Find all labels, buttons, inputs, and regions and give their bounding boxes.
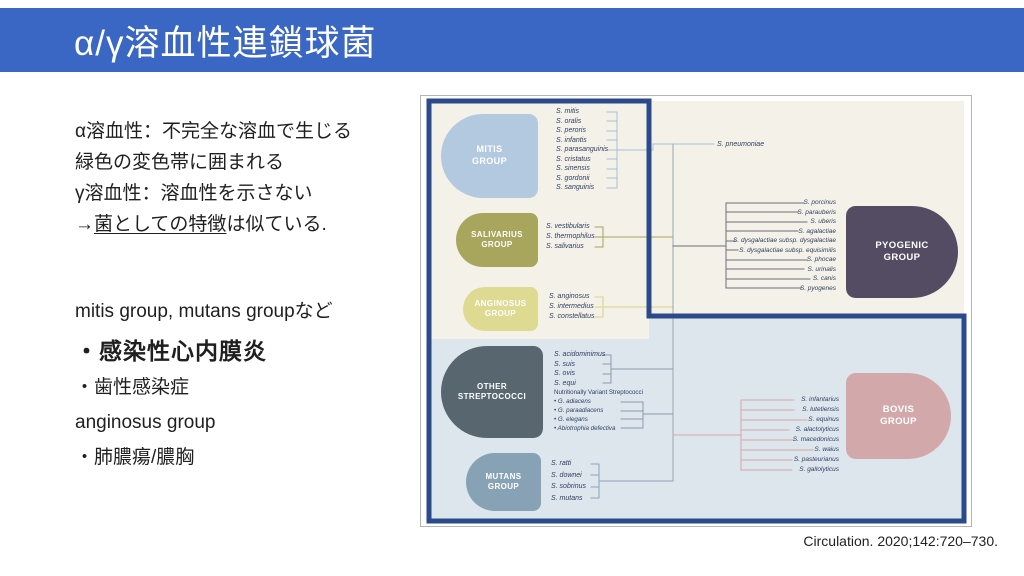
species-label: S. gordonii [556, 174, 590, 182]
species-label: • G. adiacens [554, 398, 591, 405]
species-label: S. macedonicus [792, 436, 839, 443]
nvs-species-list: Nutritionally Variant Streptococci • G. … [554, 388, 643, 433]
pneumoniae-label: S. pneumoniae [717, 140, 764, 149]
mitis-species-list: S. mitis S. oralis S. peroris S. infanti… [556, 107, 608, 193]
species-label: S. ratti [551, 460, 572, 467]
groups-line: mitis group, mutans groupなど [75, 301, 333, 322]
anginosus-branch [594, 296, 674, 318]
species-label: S. oralis [556, 117, 582, 125]
species-label: S. canis [812, 275, 836, 282]
species-label: S. sinensis [556, 165, 590, 172]
mutans-group-bubble: MUTANS GROUP [466, 453, 541, 511]
species-label: S. peroris [556, 127, 586, 134]
anginosus-species-list: S. anginosus S. intermedius S. constella… [549, 292, 595, 322]
hemolysis-line-3: γ溶血性：溶血性を示さない [75, 183, 313, 204]
species-label: S. cristatus [556, 155, 591, 163]
species-label: S. intermedius [549, 303, 594, 310]
species-label: S. sanguinis [556, 184, 595, 191]
species-label: S. ovis [554, 370, 576, 377]
species-label: S. thermophilus [546, 233, 595, 240]
nvs-title: Nutritionally Variant Streptococci [554, 389, 643, 396]
salivarius-group-bubble: SALIVARIUS GROUP [456, 213, 538, 267]
salivarius-branch [594, 226, 674, 248]
mutans-branch [590, 463, 674, 499]
highlight-frame [426, 98, 967, 524]
species-label: S. infantarius [801, 396, 839, 403]
bovis-group-bubble: BOVIS GROUP [846, 373, 951, 459]
anginosus-line: anginosus group [75, 412, 216, 433]
pyogenic-branch [672, 202, 811, 289]
species-label: S. acidominimus [554, 351, 606, 358]
species-label: S. equinus [808, 416, 839, 423]
species-label: S. dysgalactiae subsp. equisimilis [739, 246, 836, 254]
species-label: S. parauberis [797, 208, 836, 216]
species-label: S. pyogenes [799, 284, 836, 292]
body-text: α溶血性：不完全な溶血で生じる 緑色の変色帯に囲まれる γ溶血性：溶血性を示さな… [75, 116, 420, 472]
species-label: S. urinalis [807, 265, 836, 273]
dental-infection-line: ・歯性感染症 [75, 377, 190, 398]
species-label: S. lutetiensis [802, 406, 839, 413]
pyogenic-species-list: S. porcinus S. parauberis S. uberis S. a… [729, 198, 836, 293]
species-label: S. mutans [551, 494, 583, 502]
species-label: S. constellatus [549, 313, 595, 320]
hemolysis-line-2: 緑色の変色帯に囲まれる [75, 152, 285, 173]
pyogenic-group-bubble: PYOGENIC GROUP [846, 206, 958, 298]
species-label: S. vestibularis [546, 223, 590, 230]
species-label: S. porcinus [803, 199, 836, 206]
species-label: S. alactolyticus [795, 426, 839, 433]
endocarditis-line: ・感染性心内膜炎 [75, 338, 267, 364]
other-streptococci-bubble: OTHER STREPTOCOCCI [441, 346, 543, 438]
species-label: S. sobrinus [551, 483, 587, 490]
species-label: S. uberis [810, 218, 836, 225]
salivarius-species-list: S. vestibularis S. thermophilus S. saliv… [546, 222, 595, 252]
line4-suffix: は似ている. [226, 214, 327, 235]
species-label: S. downei [551, 471, 582, 479]
species-label: S. dysgalactiae subsp. dysgalactiae [733, 237, 836, 244]
mitis-group-bubble: MITIS GROUP [441, 114, 538, 198]
species-label: S. pasteurianus [793, 456, 839, 463]
species-label: S. anginosus [549, 293, 590, 300]
phylogeny-figure: MITIS GROUP SALIVARIUS GROUP ANGINOSUS G… [420, 95, 972, 527]
species-label: S. gallolyticus [799, 466, 839, 473]
arrow-prefix: → [75, 214, 94, 235]
lung-abscess-line: ・肺膿瘍/膿胸 [75, 447, 195, 468]
species-label: S. pneumoniae [717, 141, 765, 148]
species-label: • Abiotrophia defectiva [554, 425, 616, 432]
citation: Circulation. 2020;142:720–730. [803, 533, 998, 549]
bovis-species-list: S. infantarius S. lutetiensis S. equinus… [731, 395, 839, 475]
species-label: S. suis [554, 360, 576, 368]
species-label: • G. elegans [554, 416, 588, 423]
hemolysis-line-4: →菌としての特徴は似ている. [75, 209, 420, 240]
other-species-list: S. acidominimus S. suis S. ovis S. equi [554, 350, 605, 388]
slide-title: α/γ溶血性連鎖球菌 [74, 23, 377, 63]
bovis-branch [672, 399, 814, 471]
species-label: S. salivarius [546, 243, 584, 250]
species-label: • G. paraadiacens [554, 407, 604, 414]
species-label: S. mitis [556, 108, 579, 115]
mitis-branch [606, 111, 715, 189]
anginosus-group-bubble: ANGINOSUS GROUP [463, 287, 538, 331]
underlined-phrase: 菌としての特徴 [94, 214, 227, 235]
title-bar: α/γ溶血性連鎖球菌 [0, 8, 1024, 72]
species-label: S. equi [554, 379, 576, 387]
species-label: S. infantis [556, 136, 587, 144]
species-label: S. parasanguinis [556, 146, 609, 153]
species-label: S. phocae [806, 256, 836, 263]
hemolysis-line-1: α溶血性：不完全な溶血で生じる [75, 121, 352, 142]
mutans-species-list: S. ratti S. downei S. sobrinus S. mutans [551, 458, 586, 504]
other-strep-branch [602, 354, 674, 429]
species-label: S. waius [814, 446, 839, 453]
species-label: S. agalactiae [798, 227, 836, 235]
cream-background-step [429, 316, 649, 339]
